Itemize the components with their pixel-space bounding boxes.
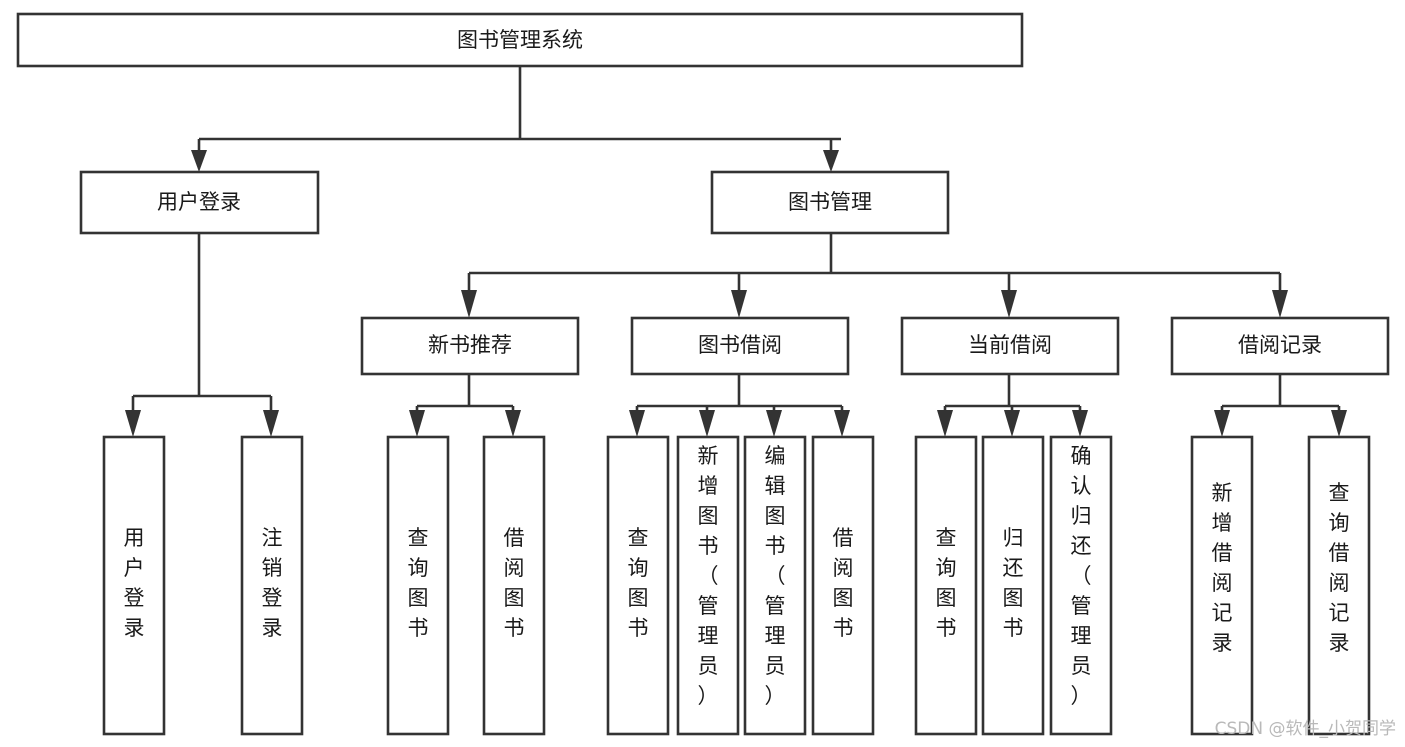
arrow-head-leaf6 (699, 410, 715, 437)
node-leaf8-label: 借阅图书 (833, 526, 854, 640)
node-login-label: 用户登录 (157, 190, 241, 214)
node-leaf8[interactable]: 借阅图书 (811, 435, 875, 736)
node-leaf11-box[interactable] (1049, 435, 1113, 736)
node-leaf8-box[interactable] (811, 435, 875, 736)
node-leaf3-label: 查询图书 (408, 526, 429, 640)
node-leaf3-box[interactable] (386, 435, 450, 736)
node-leaf11[interactable]: 确认归还（管理员） (1049, 435, 1113, 736)
arrow-head-leaf13 (1331, 410, 1347, 437)
node-borrow-label: 图书借阅 (698, 333, 782, 357)
arrow-head-leaf7 (766, 410, 782, 437)
node-leaf1[interactable]: 用户登录 (102, 435, 166, 736)
node-current-box[interactable] (900, 316, 1120, 376)
node-leaf6-box[interactable] (676, 435, 740, 736)
node-leaf5[interactable]: 查询图书 (606, 435, 670, 736)
node-leaf2-label: 注销登录 (262, 526, 283, 640)
node-records-box[interactable] (1170, 316, 1390, 376)
watermark: CSDN @软件_小贺同学 (1215, 719, 1396, 739)
node-leaf4[interactable]: 借阅图书 (482, 435, 546, 736)
arrow-head-leaf12 (1214, 410, 1230, 437)
node-login-box[interactable] (79, 170, 320, 235)
arrow-head-leaf2 (263, 410, 279, 437)
node-records-label: 借阅记录 (1238, 333, 1322, 357)
arrow-head-login (191, 150, 207, 172)
node-leaf13[interactable]: 查询借阅记录 (1307, 435, 1371, 736)
arrow-head-current (1001, 290, 1017, 318)
node-leaf7-label: 编辑图书（管理员） (765, 444, 786, 708)
node-login[interactable]: 用户登录 (79, 170, 320, 235)
node-bookmgmt[interactable]: 图书管理 (710, 170, 950, 235)
arrow-head-leaf8 (834, 410, 850, 437)
node-leaf3[interactable]: 查询图书 (386, 435, 450, 736)
node-leaf5-label: 查询图书 (628, 526, 649, 640)
node-borrow[interactable]: 图书借阅 (630, 316, 850, 376)
node-newbook[interactable]: 新书推荐 (360, 316, 580, 376)
node-leaf9[interactable]: 查询图书 (914, 435, 978, 736)
node-leaf1-label: 用户登录 (124, 526, 145, 640)
arrow-head-records (1272, 290, 1288, 318)
node-leaf11-label: 确认归还（管理员） (1071, 444, 1092, 708)
node-current[interactable]: 当前借阅 (900, 316, 1120, 376)
node-leaf10-label: 归还图书 (1003, 526, 1024, 640)
node-leaf12[interactable]: 新增借阅记录 (1190, 435, 1254, 736)
node-leaf13-label: 查询借阅记录 (1329, 481, 1350, 655)
node-bookmgmt-label: 图书管理 (788, 190, 872, 214)
node-borrow-box[interactable] (630, 316, 850, 376)
node-leaf9-box[interactable] (914, 435, 978, 736)
arrow-head-leaf5 (629, 410, 645, 437)
arrow-head-bookmgmt (823, 150, 839, 172)
node-leaf7[interactable]: 编辑图书（管理员） (743, 435, 807, 736)
node-leaf4-box[interactable] (482, 435, 546, 736)
arrow-head-borrow (731, 290, 747, 318)
node-leaf5-box[interactable] (606, 435, 670, 736)
node-leaf12-label: 新增借阅记录 (1212, 481, 1233, 655)
node-leaf4-label: 借阅图书 (504, 526, 525, 640)
node-leaf10-box[interactable] (981, 435, 1045, 736)
node-leaf6[interactable]: 新增图书（管理员） (676, 435, 740, 736)
node-leaf13-box[interactable] (1307, 435, 1371, 736)
arrow-head-leaf3 (409, 410, 425, 437)
node-records[interactable]: 借阅记录 (1170, 316, 1390, 376)
node-leaf1-box[interactable] (102, 435, 166, 736)
arrow-head-leaf9 (937, 410, 953, 437)
arrow-head-leaf10 (1004, 410, 1020, 437)
node-current-label: 当前借阅 (968, 333, 1052, 357)
node-bookmgmt-box[interactable] (710, 170, 950, 235)
node-leaf9-label: 查询图书 (936, 526, 957, 640)
connector-layer (125, 66, 1347, 437)
node-newbook-box[interactable] (360, 316, 580, 376)
node-leaf2[interactable]: 注销登录 (240, 435, 304, 736)
arrow-head-newbook (461, 290, 477, 318)
node-leaf12-box[interactable] (1190, 435, 1254, 736)
node-newbook-label: 新书推荐 (428, 333, 512, 357)
node-leaf2-box[interactable] (240, 435, 304, 736)
node-root[interactable]: 图书管理系统 (16, 12, 1024, 68)
node-root-label: 图书管理系统 (457, 28, 583, 52)
node-leaf7-box[interactable] (743, 435, 807, 736)
node-leaf6-label: 新增图书（管理员） (698, 444, 719, 708)
arrow-head-leaf4 (505, 410, 521, 437)
node-root-box[interactable] (16, 12, 1024, 68)
node-leaf10[interactable]: 归还图书 (981, 435, 1045, 736)
arrow-head-leaf11 (1072, 410, 1088, 437)
arrow-head-leaf1 (125, 410, 141, 437)
